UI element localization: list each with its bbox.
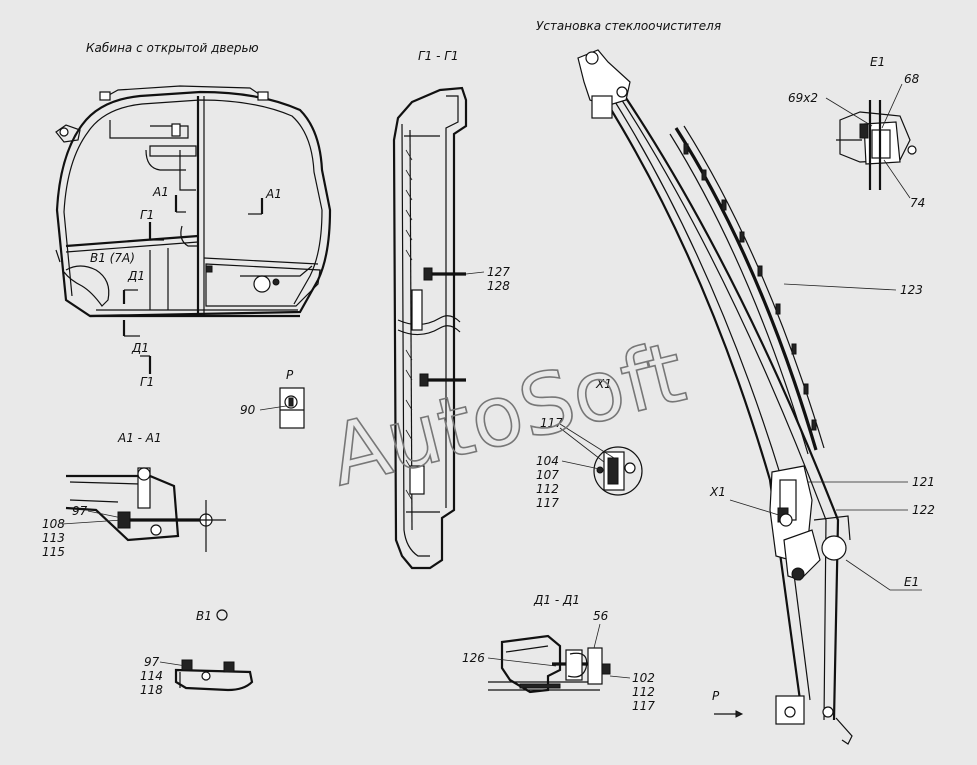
callout-112-d1: 112 [632, 685, 655, 699]
detail-x1: 117 104 107 112 117 [536, 416, 643, 510]
callout-117-d1: 117 [632, 699, 655, 713]
section-g1: Г1 - Г1 127 128 [392, 49, 510, 570]
callout-68: 68 [904, 72, 920, 86]
wiper-title: Установка стеклоочистителя [536, 19, 721, 33]
marker-g1-bottom: Г1 [140, 375, 154, 389]
section-d1: Д1 - Д1 56 126 102 112 117 [462, 593, 655, 713]
callout-56: 56 [593, 609, 609, 623]
marker-a1-left: А1 [152, 185, 169, 199]
cab-title: Кабина с открытой дверью [86, 41, 259, 55]
door-profile [392, 86, 468, 570]
marker-v1-7a: В1 (7А) [90, 251, 135, 265]
callout-97-a1: 97 [72, 504, 88, 518]
marker-d1-top: Д1 [127, 269, 145, 283]
callout-69x2: 69х2 [788, 91, 818, 105]
view-p-title: Р [286, 368, 294, 382]
marker-e1-ref: Е1 [904, 575, 919, 589]
callout-126: 126 [462, 651, 485, 665]
g1-title: Г1 - Г1 [418, 49, 459, 63]
view-v1: В1 97 114 118 [140, 609, 254, 697]
marker-g1-top: Г1 [140, 208, 154, 222]
detail-e1: Е1 69х2 68 74 [788, 55, 925, 210]
wiper-installation: Установка стеклоочистителя [536, 19, 935, 745]
callout-112-x1: 112 [536, 482, 559, 496]
marker-a1-right: А1 [265, 187, 282, 201]
callout-127: 127 [487, 265, 510, 279]
callout-122: 122 [912, 503, 935, 517]
callout-108: 108 [42, 517, 65, 531]
callout-117-x1b: 117 [536, 496, 559, 510]
marker-p: Р [712, 689, 720, 703]
e1-title: Е1 [870, 55, 885, 69]
v1-title: В1 [196, 609, 212, 623]
d1-title: Д1 - Д1 [533, 593, 580, 607]
callout-97-v1: 97 [144, 655, 160, 669]
callout-90: 90 [240, 403, 256, 417]
callout-117-x1: 117 [540, 416, 563, 430]
callout-107: 107 [536, 468, 559, 482]
watermark: AutoSoft [320, 323, 694, 505]
cab-view: Кабина с открытой дверью [55, 41, 332, 389]
view-p: Р 90 [240, 368, 305, 429]
callout-102: 102 [632, 671, 655, 685]
callout-128: 128 [487, 279, 510, 293]
section-a1: А1 - А1 97 108 113 115 [42, 431, 226, 559]
marker-x1-upper: Х1 [595, 377, 612, 391]
callout-121: 121 [912, 475, 935, 489]
callout-114: 114 [140, 669, 163, 683]
callout-123: 123 [900, 283, 923, 297]
callout-74: 74 [910, 196, 925, 210]
callout-113: 113 [42, 531, 65, 545]
callout-118: 118 [140, 683, 163, 697]
marker-d1-bottom: Д1 [131, 341, 149, 355]
callout-115: 115 [42, 545, 65, 559]
a1-title: А1 - А1 [117, 431, 162, 445]
cab-outline [55, 90, 332, 318]
callout-104: 104 [536, 454, 559, 468]
marker-x1-lower: Х1 [709, 485, 726, 499]
